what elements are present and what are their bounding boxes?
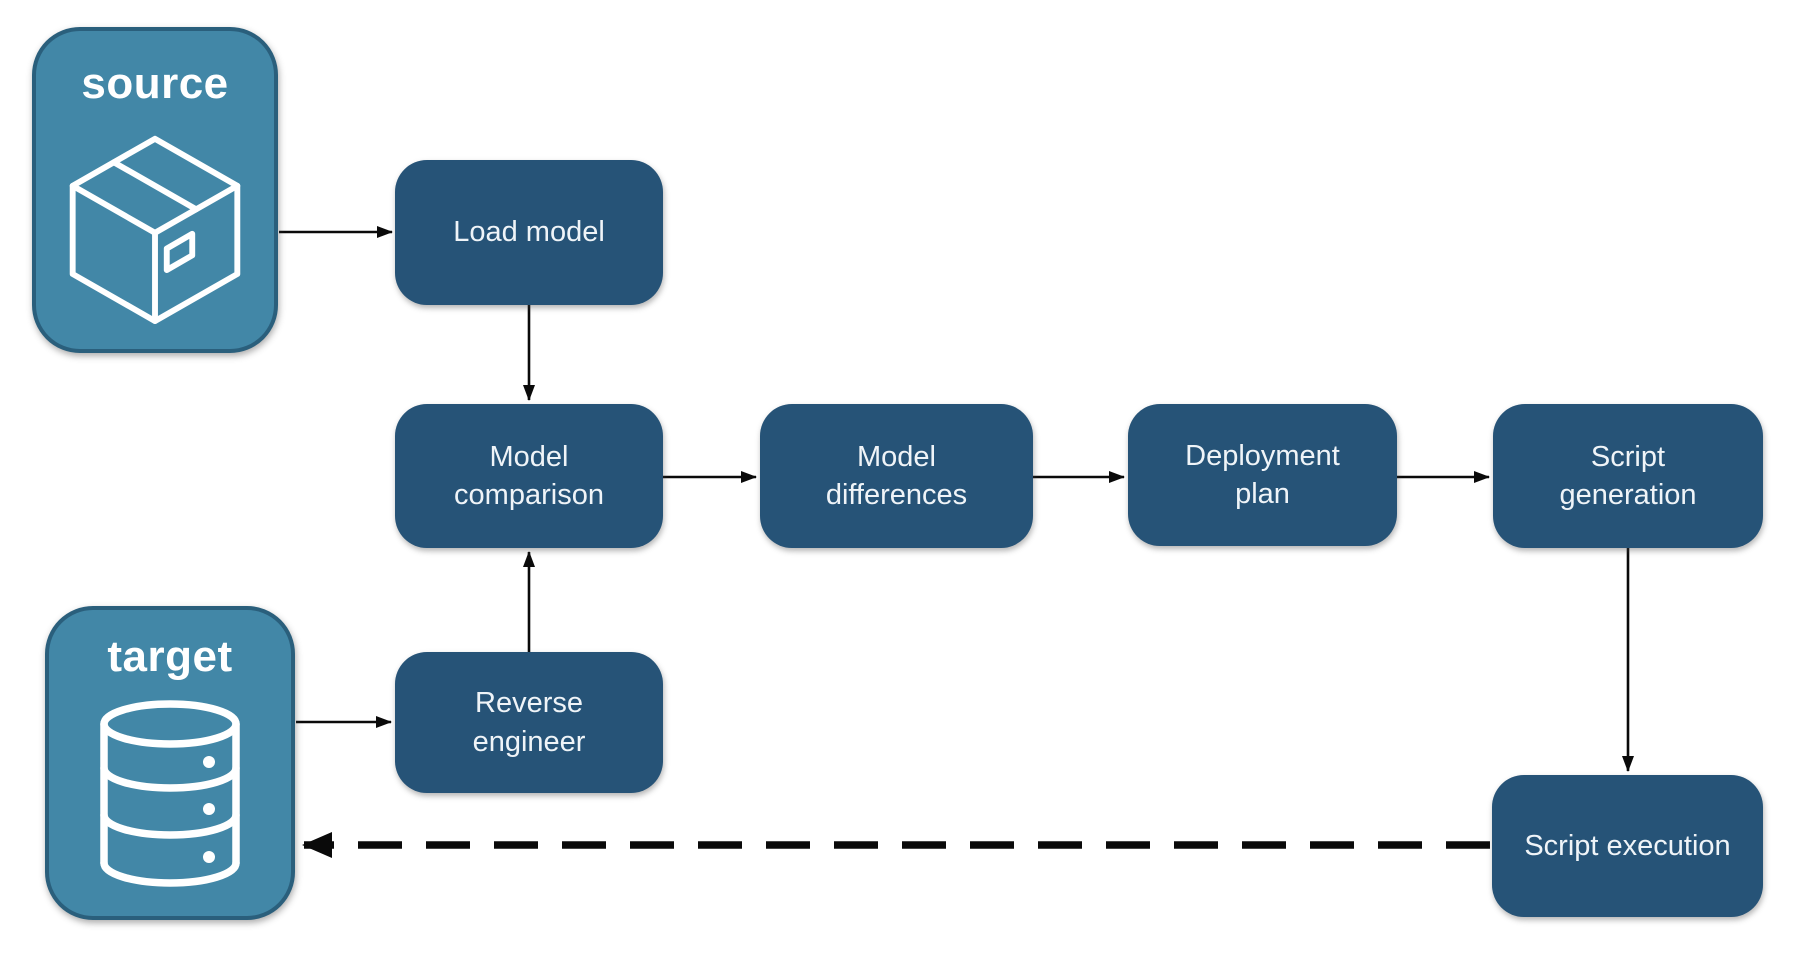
package-icon (69, 135, 241, 324)
node-script-execution-label: Script execution (1524, 829, 1731, 862)
node-script-execution: Script execution (1492, 775, 1763, 917)
node-deployment-plan: Deployment plan (1128, 404, 1397, 546)
source-label: source (81, 59, 229, 108)
node-model-comparison-label: Model comparison (454, 440, 604, 511)
endpoint-source: source (32, 27, 278, 353)
node-script-generation-label: Script generation (1559, 440, 1697, 511)
node-reverse-engineer: Reverse engineer (395, 652, 663, 793)
database-icon (100, 700, 240, 887)
target-label: target (107, 632, 233, 681)
node-deployment-plan-label: Deployment plan (1185, 439, 1340, 510)
node-model-differences: Model differences (760, 404, 1033, 548)
node-load-model: Load model (395, 160, 663, 305)
node-model-differences-label: Model differences (825, 440, 968, 511)
node-load-model-label: Load model (453, 216, 605, 249)
endpoint-target: target (45, 606, 295, 920)
node-reverse-engineer-label: Reverse engineer (472, 687, 586, 758)
node-model-comparison: Model comparison (395, 404, 663, 548)
node-script-generation: Script generation (1493, 404, 1763, 548)
